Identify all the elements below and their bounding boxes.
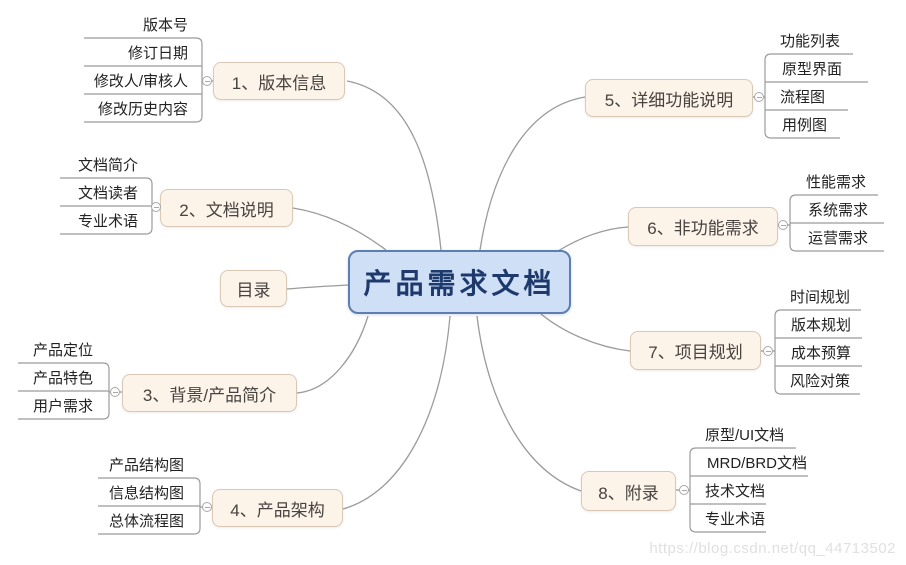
- curve-branch-4: [342, 315, 451, 510]
- leaf-operation-req[interactable]: 运营需求: [808, 230, 869, 247]
- collapse-toggle-branch-8[interactable]: [679, 485, 689, 495]
- leaflines-branch-8: [689, 447, 808, 533]
- collapse-toggle-branch-4[interactable]: [202, 502, 212, 512]
- collapse-toggle-branch-1[interactable]: [202, 76, 212, 86]
- branch-non-functional-req[interactable]: 6、非功能需求: [628, 207, 778, 246]
- branch-doc-description[interactable]: 2、文档说明: [160, 189, 293, 227]
- leaf-product-positioning[interactable]: 产品定位: [32, 342, 93, 359]
- leaf-risk-countermeasures[interactable]: 风险对策: [790, 373, 851, 390]
- leaf-use-case-diagram[interactable]: 用例图: [782, 117, 828, 134]
- leaf-revision-date[interactable]: 修订日期: [127, 45, 188, 62]
- branch-project-planning[interactable]: 7、项目规划: [630, 331, 761, 370]
- branch-version-info[interactable]: 1、版本信息: [213, 62, 345, 100]
- leaf-technical-doc[interactable]: 技术文档: [705, 483, 766, 500]
- branch-background-intro[interactable]: 3、背景/产品简介: [122, 374, 297, 412]
- leaflines-branch-4: [98, 477, 201, 535]
- branch-product-architecture[interactable]: 4、产品架构: [212, 489, 343, 527]
- watermark-url: https://blog.csdn.net/qq_44713502: [649, 540, 896, 557]
- leaf-overall-flowchart[interactable]: 总体流程图: [108, 513, 184, 530]
- leaf-flowchart[interactable]: 流程图: [780, 89, 826, 106]
- curve-branch-7: [540, 313, 631, 352]
- curve-branch-3: [296, 315, 369, 394]
- curve-branch-6: [557, 226, 629, 252]
- leaf-change-history[interactable]: 修改历史内容: [97, 101, 188, 118]
- leaf-product-structure-diagram[interactable]: 产品结构图: [108, 457, 184, 474]
- curve-branch-8: [476, 315, 582, 492]
- central-topic[interactable]: 产品需求文档: [348, 250, 571, 314]
- leaf-doc-readers[interactable]: 文档读者: [77, 185, 138, 202]
- curve-branch-1: [346, 80, 442, 251]
- leaf-prototype-ui[interactable]: 原型界面: [782, 61, 843, 78]
- leaf-terminology-appendix[interactable]: 专业术语: [705, 511, 766, 528]
- leaf-cost-budget[interactable]: 成本预算: [791, 345, 852, 362]
- leaf-user-needs[interactable]: 用户需求: [32, 398, 93, 415]
- curve-branch-2: [292, 207, 387, 251]
- leaflines-branch-6: [789, 194, 884, 252]
- leaf-function-list[interactable]: 功能列表: [780, 33, 841, 50]
- collapse-toggle-branch-5[interactable]: [754, 92, 764, 102]
- leaf-system-req[interactable]: 系统需求: [808, 202, 869, 219]
- leaf-version-number[interactable]: 版本号: [142, 17, 188, 34]
- leaf-time-planning[interactable]: 时间规划: [790, 289, 851, 306]
- leaf-mrd-brd-doc[interactable]: MRD/BRD文档: [707, 455, 807, 472]
- leaflines-branch-7: [774, 309, 862, 395]
- leaf-info-structure-diagram[interactable]: 信息结构图: [108, 485, 184, 502]
- leaflines-branch-3: [18, 362, 110, 420]
- leaf-product-features[interactable]: 产品特色: [32, 370, 93, 387]
- curve-toc: [286, 284, 349, 290]
- curve-branch-5: [479, 96, 586, 251]
- collapse-toggle-branch-6[interactable]: [778, 220, 788, 230]
- branch-detailed-functions[interactable]: 5、详细功能说明: [585, 79, 753, 117]
- leaflines-branch-5: [764, 53, 868, 139]
- collapse-toggle-branch-7[interactable]: [763, 346, 773, 356]
- leaf-prototype-ui-doc[interactable]: 原型/UI文档: [705, 427, 785, 444]
- collapse-toggle-branch-2[interactable]: [151, 202, 161, 212]
- collapse-toggle-branch-3[interactable]: [110, 387, 120, 397]
- leaf-doc-intro[interactable]: 文档简介: [77, 157, 138, 174]
- leaf-modifier-reviewer[interactable]: 修改人/审核人: [93, 73, 188, 90]
- leaf-version-planning[interactable]: 版本规划: [791, 317, 852, 334]
- branch-toc[interactable]: 目录: [220, 270, 287, 307]
- leaf-terminology[interactable]: 专业术语: [77, 213, 138, 230]
- branch-appendix[interactable]: 8、附录: [581, 471, 676, 511]
- leaf-performance-req[interactable]: 性能需求: [806, 174, 867, 191]
